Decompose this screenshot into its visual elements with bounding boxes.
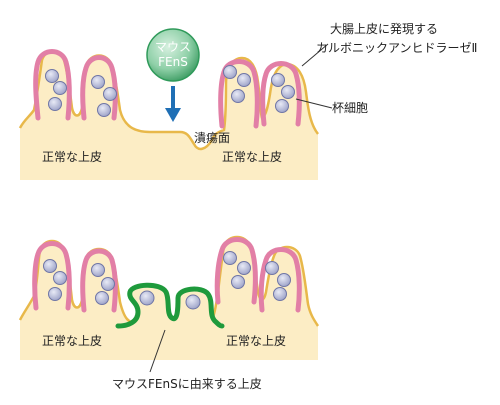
- goblet-cell: [103, 87, 117, 101]
- derived-epithelium-label: マウスFEnSに由来する上皮: [112, 377, 262, 391]
- goblet-cell: [48, 287, 62, 301]
- goblet-cell: [271, 73, 285, 87]
- fens-label-1: マウス: [155, 40, 191, 54]
- goblet-cell: [231, 89, 245, 103]
- goblet-cell: [237, 261, 251, 275]
- goblet-cell: [139, 290, 155, 306]
- goblet-cell: [48, 97, 62, 111]
- goblet-cell: [45, 69, 59, 83]
- transplant-arrow-head: [165, 108, 181, 122]
- goblet-cell: [275, 99, 289, 113]
- normal-epithelium-label-4: 正常な上皮: [226, 334, 286, 348]
- goblet-cell: [277, 273, 291, 287]
- ulcer-label: 潰瘍面: [194, 130, 230, 145]
- ca2-label-1: 大腸上皮に発現する: [330, 22, 438, 36]
- fens-label-2: FEnS: [158, 55, 188, 69]
- top-panel: マウス FEnS 潰瘍面 正常な上皮 正常な上皮 大腸上皮に発現する カルボニッ…: [18, 22, 477, 180]
- goblet-cell: [237, 73, 251, 87]
- normal-epithelium-label-3: 正常な上皮: [42, 334, 102, 348]
- derived-callout-line: [149, 329, 166, 373]
- goblet-cell: [53, 81, 67, 95]
- fens-circle: [146, 28, 200, 82]
- ca2-callout-line: [301, 43, 329, 67]
- goblet-cell: [97, 103, 111, 117]
- goblet-cell: [91, 75, 105, 89]
- bottom-crypt-3-ca2: [214, 237, 258, 305]
- goblet-cell: [43, 259, 57, 273]
- goblet-cell: [53, 271, 67, 285]
- top-crypt-4-ca2: [260, 61, 302, 127]
- goblet-cell: [265, 261, 279, 275]
- goblet-cell: [91, 263, 105, 277]
- goblet-cell: [101, 277, 115, 291]
- bottom-crypt-4-ca2: [258, 247, 302, 313]
- ca2-label-2: カルボニックアンヒドラーゼⅡ: [316, 41, 477, 55]
- goblet-cell: [95, 291, 109, 305]
- bottom-crypt-1-ca2: [32, 241, 72, 311]
- bottom-panel: 正常な上皮 正常な上皮 マウスFEnSに由来する上皮: [18, 235, 320, 391]
- goblet-cell: [231, 275, 245, 289]
- normal-epithelium-label-1: 正常な上皮: [42, 150, 102, 164]
- goblet-cell: [223, 251, 237, 265]
- normal-epithelium-label-2: 正常な上皮: [222, 150, 282, 164]
- top-crypt-1-ca2: [33, 49, 72, 121]
- goblet-callout-line: [295, 98, 333, 109]
- bottom-crypt-2-ca2: [80, 248, 118, 313]
- goblet-cell: [281, 85, 295, 99]
- top-crypt-3-ca2: [218, 59, 260, 129]
- goblet-cell-label: 杯細胞: [332, 101, 368, 115]
- goblet-cell: [185, 294, 201, 310]
- fens-derived-epithelium: [115, 282, 225, 329]
- goblet-cell: [273, 287, 287, 301]
- goblet-cell: [223, 65, 237, 79]
